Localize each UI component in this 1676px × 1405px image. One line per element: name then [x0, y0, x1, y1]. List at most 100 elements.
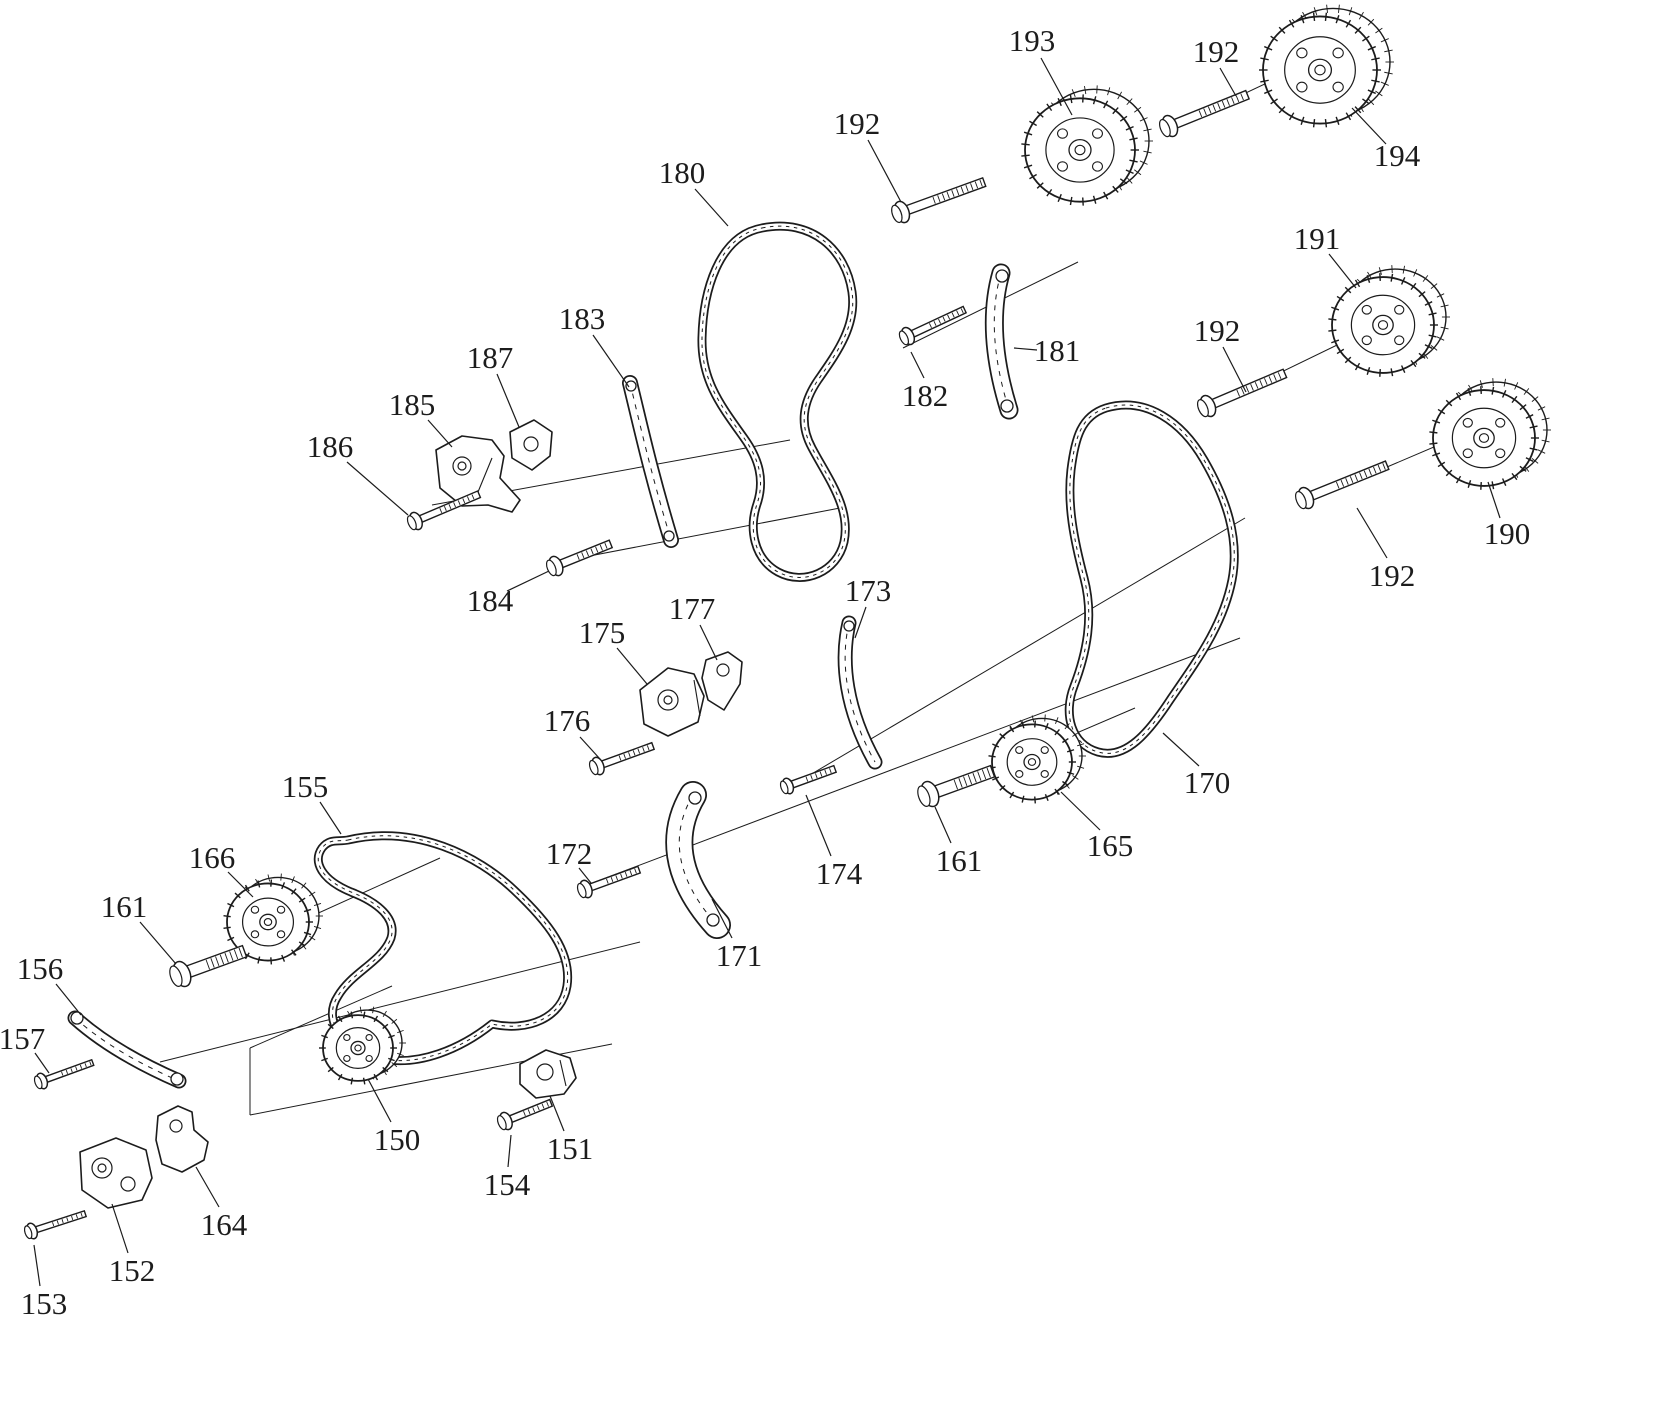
part-number-161-right: 161 — [936, 843, 983, 878]
label-154: 154 — [484, 1134, 531, 1202]
leader-line — [367, 1078, 392, 1123]
part-number-194: 194 — [1374, 138, 1421, 173]
bolt-186 — [406, 490, 482, 531]
part-labels: 193 192 194 192 180 191 183 187 192 185 181 186 182 1… — [0, 23, 1530, 1321]
part-175 — [639, 667, 705, 737]
label-186: 186 — [307, 429, 409, 516]
leader-line — [427, 419, 453, 448]
label-150: 150 — [367, 1078, 420, 1157]
leader-line — [578, 867, 592, 884]
sprockets — [223, 4, 1551, 1085]
part-164 — [155, 1105, 209, 1173]
tensioner-bodies — [79, 419, 743, 1209]
part-number-164: 164 — [201, 1207, 248, 1242]
part-number-181: 181 — [1034, 333, 1081, 368]
axis-line — [159, 941, 641, 1063]
part-number-176: 176 — [544, 703, 591, 738]
bolt-161-a — [917, 764, 996, 808]
leader-line — [1162, 732, 1200, 767]
part-number-185: 185 — [389, 387, 436, 422]
part-151 — [519, 1049, 577, 1099]
leader-line — [579, 736, 601, 760]
label-187: 187 — [467, 340, 520, 428]
axis-line — [594, 637, 1241, 883]
leader-line — [55, 983, 82, 1016]
label-172: 172 — [546, 836, 593, 884]
leader-line — [1328, 253, 1357, 289]
part-number-192-top-right: 192 — [1193, 34, 1240, 69]
leader-line — [805, 794, 832, 857]
axis-line — [249, 985, 393, 1049]
bolt-184 — [545, 539, 614, 577]
part-number-193: 193 — [1009, 23, 1056, 58]
part-number-190: 190 — [1484, 516, 1531, 551]
label-161-left: 161 — [101, 889, 177, 965]
leader-line — [319, 801, 342, 835]
part-number-152: 152 — [109, 1253, 156, 1288]
bolt-161-b — [169, 944, 248, 988]
label-181: 181 — [1013, 333, 1081, 368]
part-number-156: 156 — [17, 951, 64, 986]
label-177: 177 — [669, 591, 718, 661]
leader-line — [592, 334, 630, 388]
leader-line — [227, 871, 254, 898]
leader-line — [910, 351, 925, 379]
part-number-170: 170 — [1184, 765, 1231, 800]
sprocket-150 — [319, 1006, 406, 1085]
label-192-mid-right: 192 — [1194, 313, 1247, 393]
label-175: 175 — [579, 615, 648, 685]
leader-line — [616, 647, 648, 685]
label-152: 152 — [109, 1203, 156, 1288]
part-number-192-upper-left: 192 — [834, 106, 881, 141]
sprocket-166 — [223, 873, 323, 965]
chain-guides — [67, 263, 1019, 1089]
leader-line — [867, 139, 902, 203]
guide-156 — [67, 1010, 187, 1089]
bolt-182 — [898, 305, 968, 346]
label-156: 156 — [17, 951, 82, 1016]
label-190: 190 — [1484, 481, 1531, 551]
label-164: 164 — [195, 1166, 248, 1242]
label-171: 171 — [711, 898, 763, 973]
part-number-172: 172 — [546, 836, 593, 871]
label-182: 182 — [902, 351, 949, 413]
label-173: 173 — [845, 573, 892, 639]
part-number-174: 174 — [816, 856, 863, 891]
label-183: 183 — [559, 301, 630, 388]
label-180: 180 — [659, 155, 729, 227]
label-155: 155 — [282, 769, 342, 835]
bolt-153 — [23, 1209, 88, 1240]
label-161-right: 161 — [934, 806, 983, 878]
part-number-161-left: 161 — [101, 889, 148, 924]
bolt-192-d — [1295, 460, 1390, 510]
leader-line — [1219, 67, 1237, 97]
part-number-180: 180 — [659, 155, 706, 190]
label-192-top-right: 192 — [1193, 34, 1240, 97]
leader-line — [854, 606, 867, 639]
leader-line — [1060, 791, 1101, 831]
label-184: 184 — [467, 570, 550, 618]
leader-line — [507, 1134, 512, 1168]
part-number-173: 173 — [845, 573, 892, 608]
leader-line — [1356, 507, 1388, 559]
part-number-182: 182 — [902, 378, 949, 413]
label-165: 165 — [1060, 791, 1134, 863]
axis-line — [557, 507, 841, 563]
part-number-153: 153 — [21, 1286, 68, 1321]
part-number-171: 171 — [716, 938, 763, 973]
part-number-192-right: 192 — [1369, 558, 1416, 593]
guide-173 — [837, 615, 883, 770]
part-177 — [701, 651, 743, 711]
bolt-192-b — [1159, 89, 1251, 138]
guide-183 — [622, 375, 679, 548]
part-number-191: 191 — [1294, 221, 1341, 256]
label-192-right: 192 — [1356, 507, 1416, 593]
part-number-184: 184 — [467, 583, 514, 618]
part-number-165: 165 — [1087, 828, 1134, 863]
part-number-157: 157 — [0, 1021, 45, 1056]
leader-line — [496, 373, 520, 428]
bolts — [23, 89, 1390, 1240]
label-191: 191 — [1294, 221, 1357, 289]
guide-171 — [665, 781, 731, 939]
part-number-154: 154 — [484, 1167, 531, 1202]
